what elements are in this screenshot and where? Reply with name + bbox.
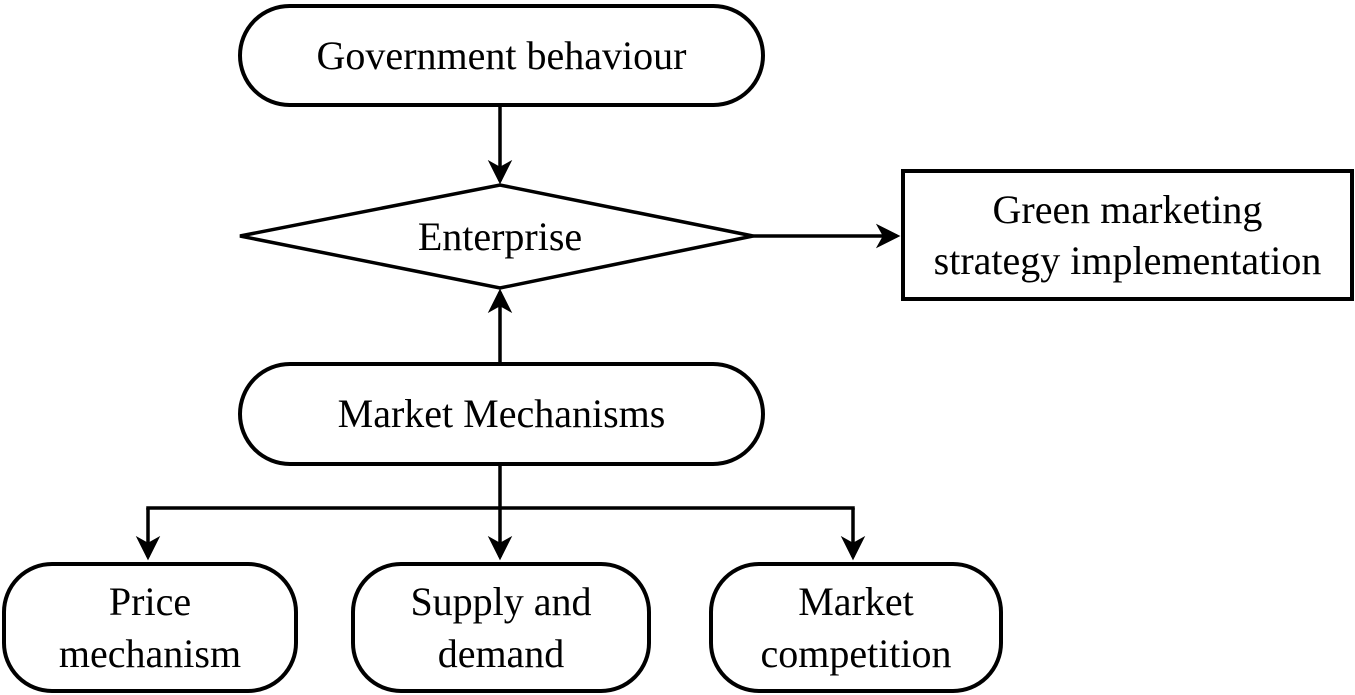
node-supply-and-demand-label-line2: demand [437, 630, 565, 676]
node-government-behaviour-label: Government behaviour [316, 32, 687, 78]
node-green-marketing-label-line2: strategy implementation [933, 238, 1322, 283]
node-market-competition: Market competition [709, 562, 1003, 693]
node-green-marketing-label-line1: Green marketing [992, 186, 1263, 232]
node-price-mechanism: Price mechanism [2, 562, 298, 693]
node-enterprise-label: Enterprise [417, 213, 583, 259]
node-enterprise: Enterprise [337, 213, 663, 259]
edge-branch-rail [146, 464, 855, 510]
node-market-mechanisms-label: Market Mechanisms [337, 391, 666, 437]
node-market-competition-label-line1: Market [798, 579, 914, 625]
node-price-mechanism-label-line1: Price [108, 579, 192, 625]
node-government-behaviour: Government behaviour [238, 4, 765, 107]
node-supply-and-demand-label-line1: Supply and [410, 579, 592, 625]
node-market-competition-label-line2: competition [760, 630, 952, 676]
node-market-mechanisms: Market Mechanisms [238, 362, 765, 466]
node-price-mechanism-label-line2: mechanism [58, 630, 242, 676]
node-supply-and-demand: Supply and demand [351, 562, 651, 693]
node-green-marketing-strategy: Green marketing strategy implementation [901, 169, 1354, 301]
